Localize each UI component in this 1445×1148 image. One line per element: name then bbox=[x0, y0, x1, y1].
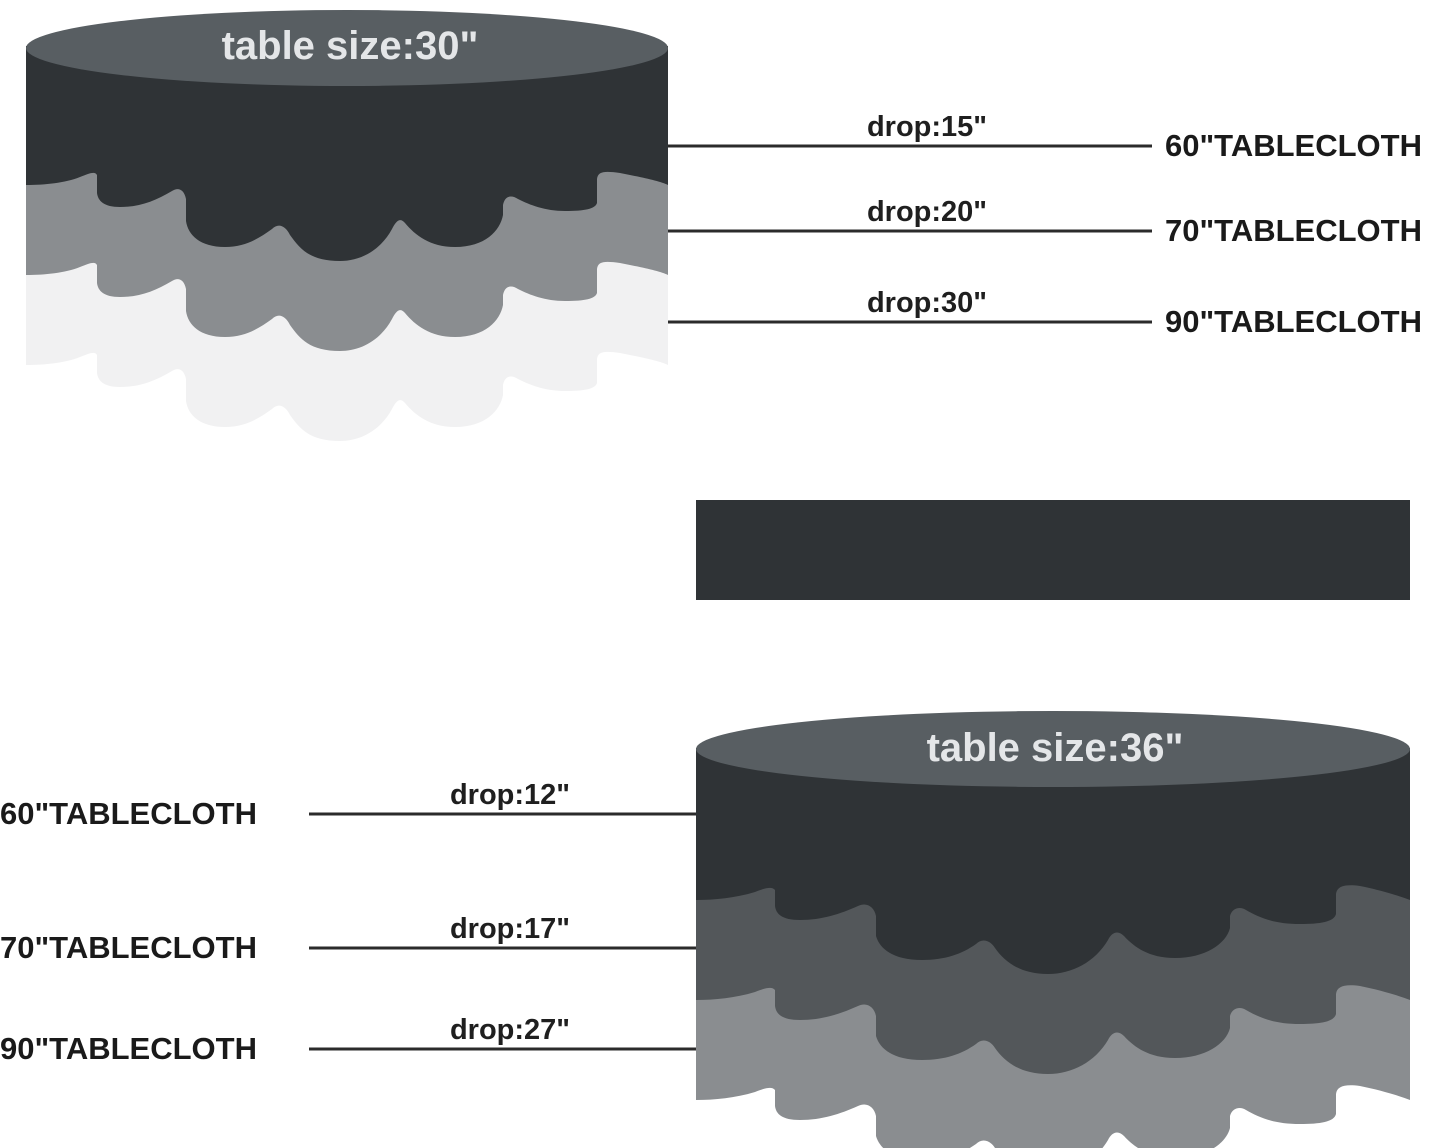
drop-label-90: drop:30" bbox=[867, 287, 987, 319]
table-size-label: table size:30" bbox=[222, 24, 479, 68]
tablecloth-label-90: 90"TABLECLOTH bbox=[1165, 304, 1422, 339]
drop-label-70: drop:20" bbox=[867, 196, 987, 228]
tablecloth-label-60: 60"TABLECLOTH bbox=[1165, 128, 1422, 163]
drop-label-90: drop:27" bbox=[450, 1014, 570, 1046]
tablecloth-label-60: 60"TABLECLOTH bbox=[0, 796, 257, 831]
table-top bbox=[26, 10, 668, 86]
table-top bbox=[696, 711, 1410, 787]
tablecloth-label-70: 70"TABLECLOTH bbox=[1165, 213, 1422, 248]
diagram-table-30: table size:30" drop:15" 60"TABLECLOTH dr… bbox=[20, 0, 1422, 441]
table-size-label: table size:36" bbox=[927, 726, 1184, 770]
tablecloth-label-70: 70"TABLECLOTH bbox=[0, 930, 257, 965]
tablecloth-label-90: 90"TABLECLOTH bbox=[0, 1031, 257, 1066]
diagram-table-36: table size:36" drop:12" 60"TABLECLOTH dr… bbox=[0, 500, 1420, 1148]
drop-label-60: drop:12" bbox=[450, 779, 570, 811]
drop-label-60: drop:15" bbox=[867, 111, 987, 143]
drop-label-70: drop:17" bbox=[450, 913, 570, 945]
